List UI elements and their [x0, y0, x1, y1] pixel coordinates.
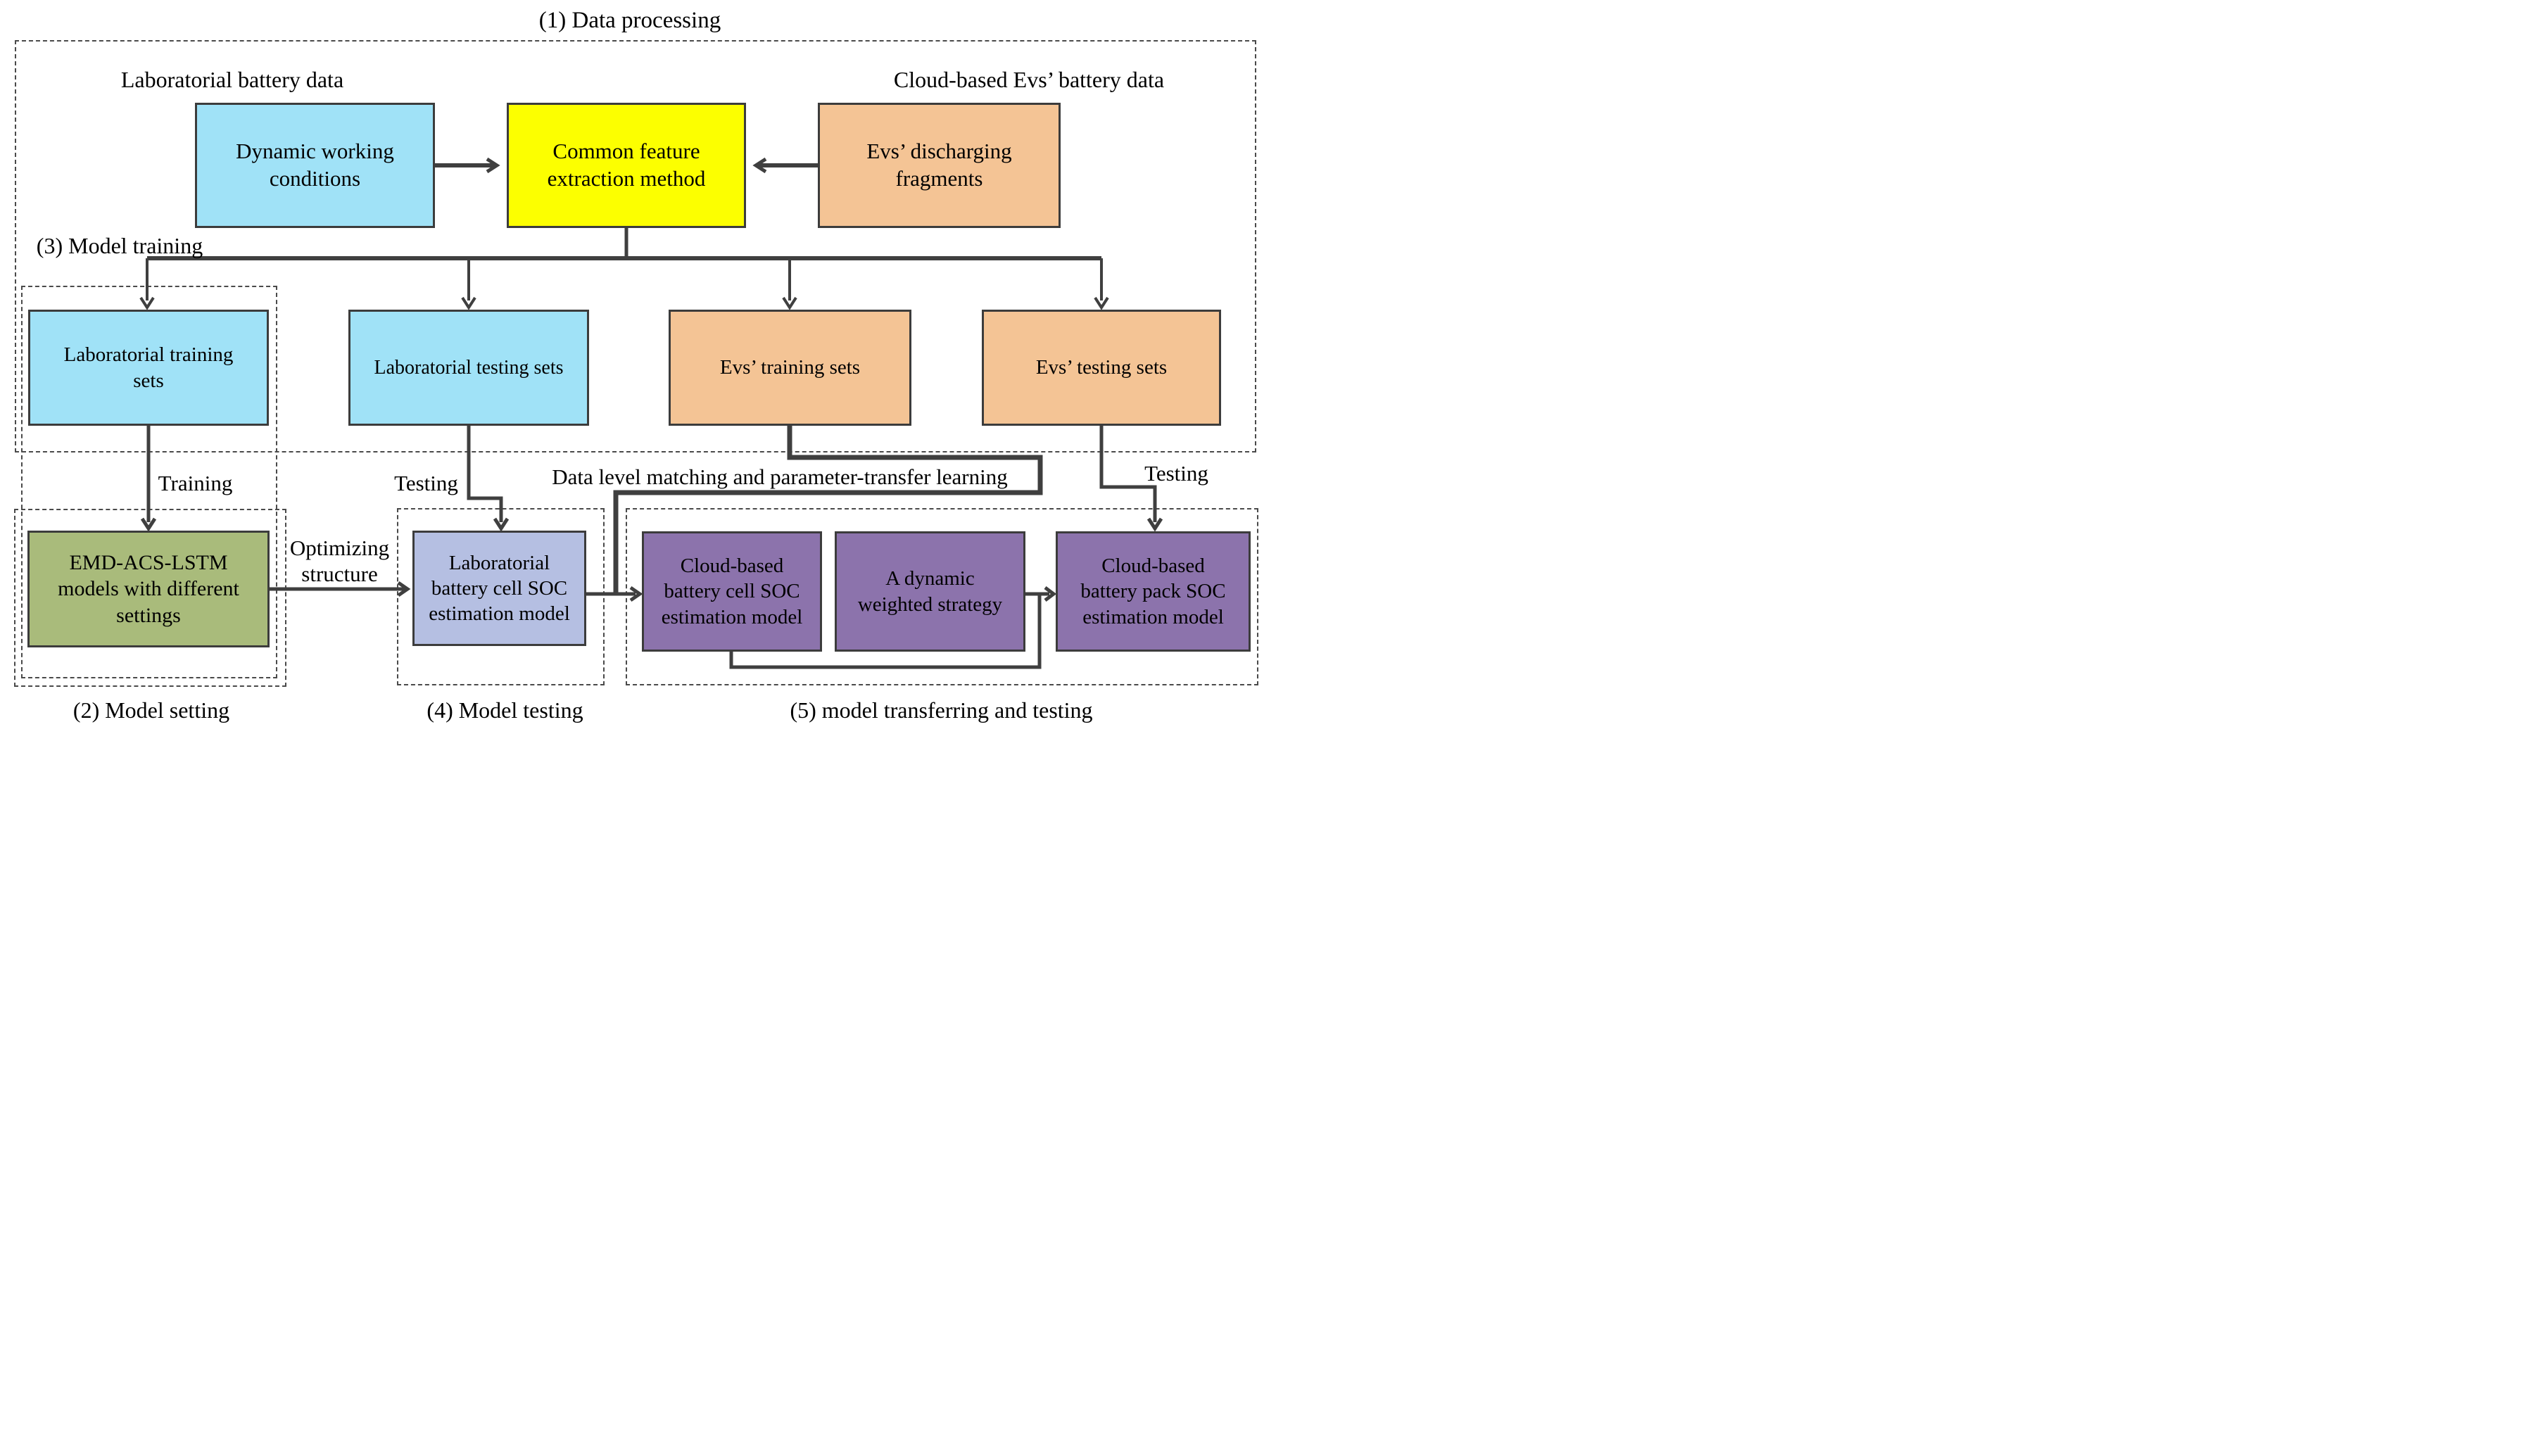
box-common-feature-extraction: Common feature extraction method [507, 103, 746, 228]
edge-label-training: Training [158, 471, 233, 495]
box-cloud-cell-soc-model: Cloud-based battery cell SOC estimation … [642, 531, 822, 652]
box-ev-training-sets: Evs’ training sets [669, 310, 911, 426]
edge-label-transfer-learning: Data level matching and parameter-transf… [552, 464, 1008, 489]
arrowhead-down-icon [140, 517, 157, 532]
arrowhead-down-icon [139, 296, 155, 310]
box-ev-testing-sets: Evs’ testing sets [982, 310, 1221, 426]
group-label-cloud-data: Cloud-based Evs’ battery data [893, 67, 1165, 92]
box-dynamic-working-conditions: Dynamic working conditions [195, 103, 435, 228]
arrowhead-right-icon [486, 157, 500, 174]
edge-label-testing-ev: Testing [1144, 461, 1208, 486]
section-3-title: (3) Model training [36, 233, 203, 258]
section-5-title: (5) model transferring and testing [790, 697, 1093, 723]
arrowhead-right-icon [629, 585, 643, 602]
box-ev-discharging-fragments: Evs’ discharging fragments [818, 103, 1061, 228]
section-4-title: (4) Model testing [427, 697, 583, 723]
arrowhead-right-icon [397, 581, 411, 597]
edge-label-optimizing-structure: Optimizing structure [289, 536, 390, 587]
box-dynamic-weighted-strategy: A dynamic weighted strategy [835, 531, 1025, 652]
box-emd-acs-lstm-models: EMD-ACS-LSTM models with different setti… [27, 531, 270, 647]
edge-label-testing-lab: Testing [394, 471, 458, 495]
arrowhead-down-icon [1094, 296, 1109, 310]
arrowhead-right-icon [1044, 586, 1057, 602]
arrowhead-down-icon [782, 296, 797, 310]
arrow-testing-lab [467, 426, 503, 522]
line-transfer-learning [613, 426, 1043, 593]
box-lab-testing-sets: Laboratorial testing sets [348, 310, 589, 426]
arrow-testing-ev [1099, 426, 1157, 522]
line-cellmodel-loop [729, 595, 1042, 669]
section-2-title: (2) Model setting [72, 697, 230, 723]
arrowhead-left-icon [752, 157, 767, 174]
box-lab-training-sets: Laboratorial training sets [28, 310, 269, 426]
group-label-laboratorial-data: Laboratorial battery data [120, 67, 344, 92]
section-1-title: (1) Data processing [538, 8, 721, 33]
section-5-model-transferring-frame [626, 508, 1258, 685]
flowchart-canvas: Dynamic working conditions Common featur… [0, 0, 1260, 728]
section-3-model-training-frame [21, 286, 277, 678]
connector-layer [139, 157, 1163, 669]
box-cloud-pack-soc-model: Cloud-based battery pack SOC estimation … [1056, 531, 1251, 652]
section-1-data-processing-frame [15, 40, 1256, 452]
arrowhead-down-icon [1146, 517, 1163, 532]
box-lab-cell-soc-model: Laboratorial battery cell SOC estimation… [412, 531, 586, 646]
arrowhead-down-icon [493, 517, 510, 532]
arrowhead-down-icon [461, 296, 476, 310]
